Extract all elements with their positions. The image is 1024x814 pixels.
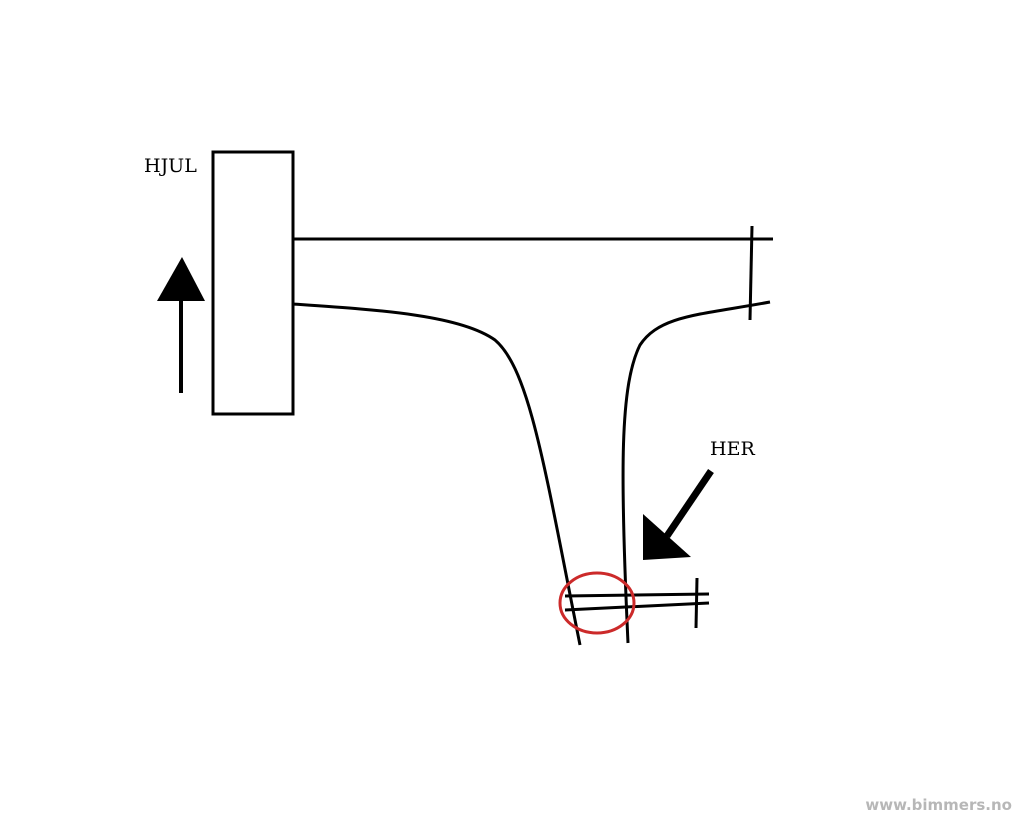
arm-end-cut-mark [748,225,754,321]
here-label: HER [710,438,755,460]
wheel-block [211,150,295,416]
circle-highlight-icon [558,571,636,635]
bottom-bar-cut-mark [694,577,699,629]
bottom-bar-line-top [564,592,710,598]
arrow-up-icon [157,257,205,393]
arrow-down-left-icon [643,469,714,560]
wheel-label: HJUL [144,155,197,177]
bottom-bar-line-bottom [564,601,710,612]
lower-arm-curve-right [621,300,771,644]
lower-arm-curve-left [292,302,582,646]
watermark: www.bimmers.no [865,796,1012,814]
